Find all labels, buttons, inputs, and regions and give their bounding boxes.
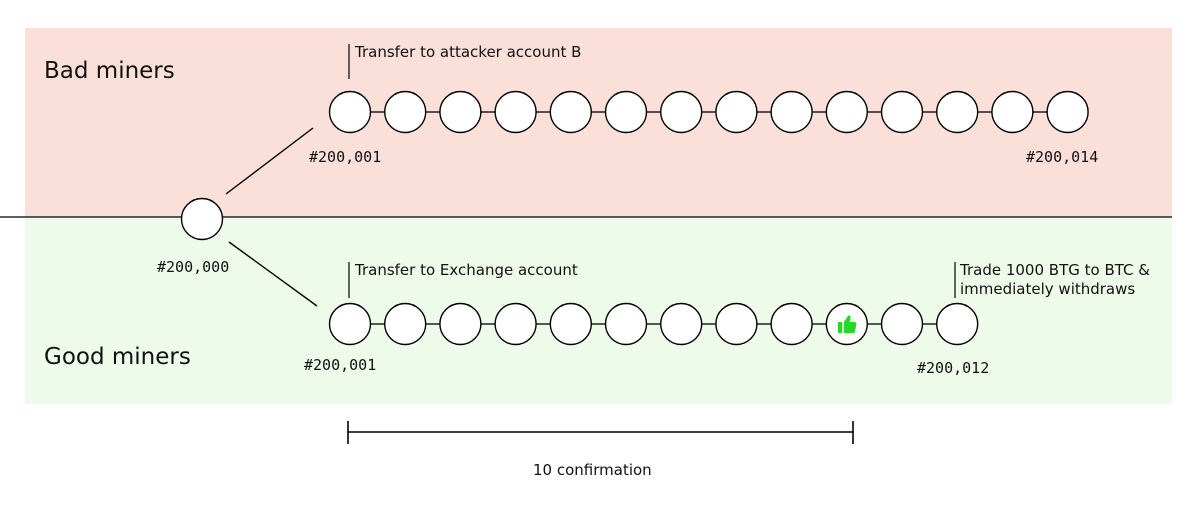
bad-miners-label: Bad miners (44, 58, 175, 84)
confirmation-bracket (347, 421, 854, 444)
fork-node (180, 197, 224, 241)
good-chain (328, 302, 979, 346)
good-block-node (549, 302, 592, 346)
bad-block-node (991, 90, 1034, 134)
good-block-node (494, 302, 537, 346)
good-start-label: #200,001 (304, 356, 377, 374)
bad-block-node (825, 90, 868, 134)
good-block-node (715, 302, 758, 346)
good-miners-region (25, 217, 1172, 404)
bad-block-node (660, 90, 703, 134)
bad-block-node (936, 90, 979, 134)
bad-annotation: Transfer to attacker account B (355, 43, 582, 61)
thumbs-up-icon (837, 315, 857, 333)
fork-node-label: #200,000 (157, 258, 230, 276)
good-block-node (880, 302, 924, 346)
good-block-node (604, 302, 648, 346)
bad-block-node (549, 90, 592, 134)
bad-miners-region (25, 28, 1172, 217)
good-end-label: #200,012 (917, 359, 990, 377)
bad-block-node (328, 90, 372, 134)
good-block-node (660, 302, 703, 346)
bad-block-node (439, 90, 482, 134)
good-block-node (770, 302, 813, 346)
fork-connector-good (228, 241, 318, 307)
bad-block-node (715, 90, 758, 134)
good-block-node (936, 302, 979, 346)
good-annotation-start: Transfer to Exchange account (355, 261, 578, 279)
good-block-node (439, 302, 482, 346)
bad-block-node (1046, 90, 1089, 134)
good-miners-label: Good miners (44, 344, 191, 370)
bad-block-node (494, 90, 537, 134)
bad-start-label: #200,001 (309, 148, 382, 166)
fork-connector-bad (225, 127, 314, 195)
bad-chain (328, 90, 1089, 134)
bad-block-node (880, 90, 924, 134)
good-block-node (328, 302, 372, 346)
bad-block-node (384, 90, 427, 134)
bad-block-node (604, 90, 648, 134)
good-annotation-end: Trade 1000 BTG to BTC & immediately with… (960, 261, 1150, 298)
bad-end-label: #200,014 (1026, 148, 1099, 166)
good-block-node (384, 302, 427, 346)
confirmation-label: 10 confirmation (533, 461, 652, 479)
bad-block-node (770, 90, 813, 134)
